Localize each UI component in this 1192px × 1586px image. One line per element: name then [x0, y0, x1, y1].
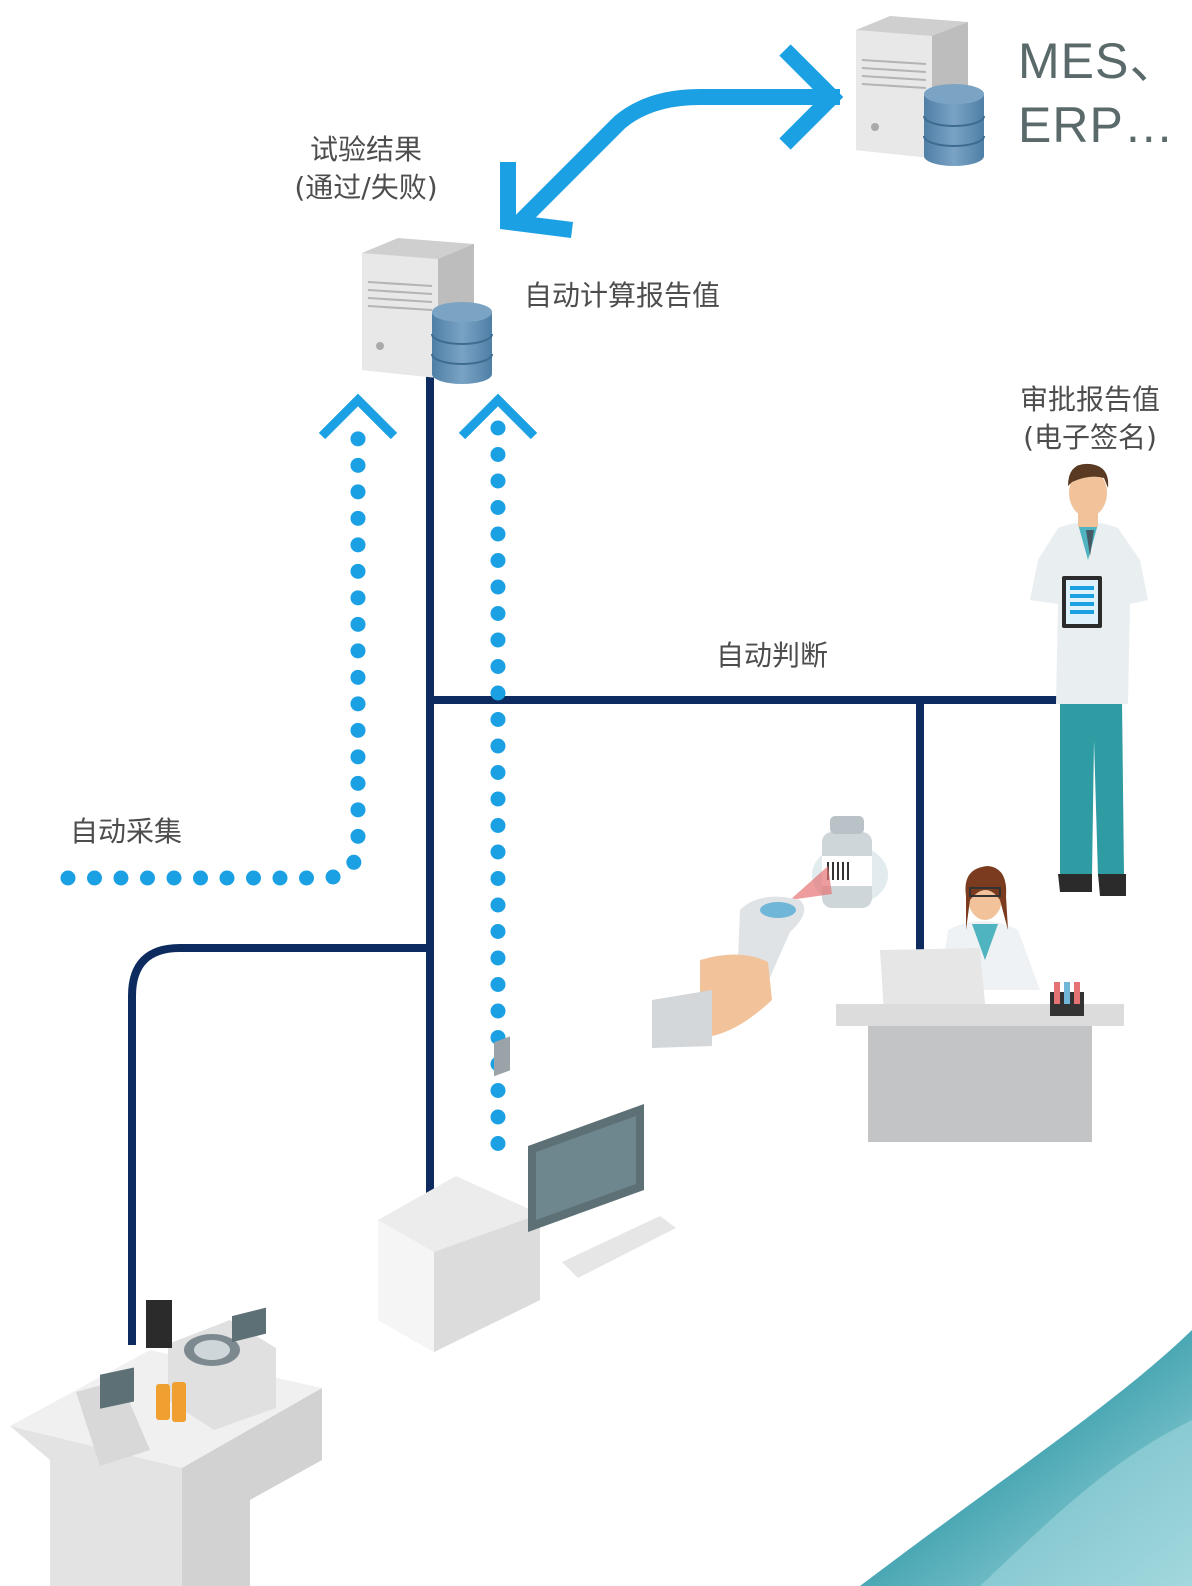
network-lines: [128, 368, 1070, 1345]
central-server-icon: [362, 238, 493, 384]
mes-server-icon: [856, 16, 985, 166]
approve-label: 审批报告值: [1019, 383, 1160, 416]
test-result-sublabel: (通过/失败): [294, 171, 438, 204]
approve-sublabel: (电子签名): [1023, 421, 1157, 454]
hplc-instrument: [378, 1036, 676, 1352]
auto-judge-label: 自动判断: [716, 639, 829, 672]
erp-label: ERP…: [1018, 97, 1175, 153]
auto-collect-flow: [60, 420, 506, 1178]
approver-doctor-figure: [1030, 463, 1148, 896]
mes-exchange-arrow: [500, 44, 844, 238]
technician-desk-figure: [836, 866, 1124, 1142]
textured-corner-highlight: [980, 1420, 1192, 1586]
lab-bench-instruments: [10, 1300, 322, 1586]
flow-arrowheads: [318, 393, 538, 440]
barcode-scanner-scene: [652, 816, 888, 1048]
test-result-label: 试验结果: [309, 133, 422, 166]
mes-label: MES、: [1018, 33, 1181, 89]
auto-collect-label: 自动采集: [70, 815, 183, 848]
auto-calc-label: 自动计算报告值: [524, 279, 721, 312]
